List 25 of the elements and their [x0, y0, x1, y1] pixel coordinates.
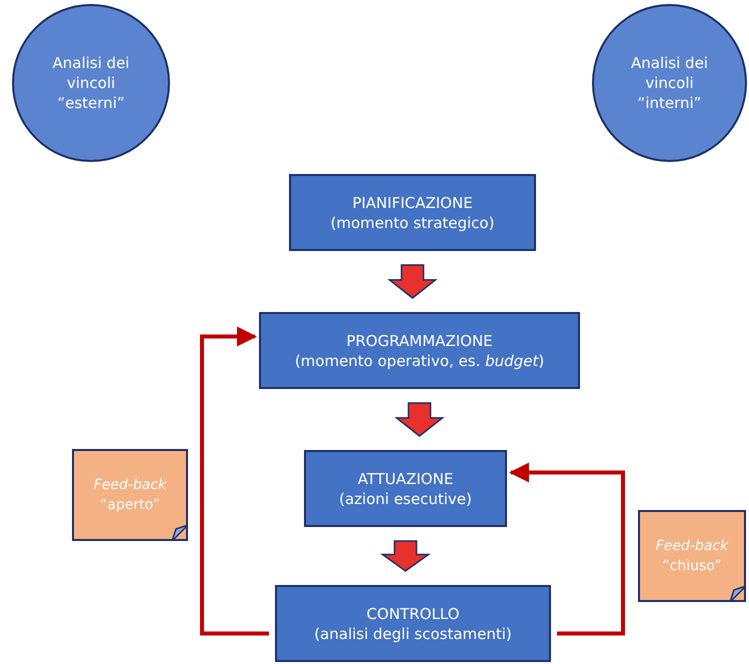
- node-title: PIANIFICAZIONE: [352, 192, 473, 212]
- block-arrow: [394, 402, 445, 437]
- process-box: [275, 585, 551, 662]
- note-text: “aperto”: [100, 496, 160, 515]
- node-title: PROGRAMMAZIONE: [346, 330, 493, 350]
- node-subtitle: (analisi degli scostamenti): [314, 624, 512, 644]
- node-title: ATTUAZIONE: [358, 468, 454, 488]
- node-subtitle: (momento operativo, es. budget): [294, 350, 544, 370]
- node-title: Analisi dei vincoli “esterni”: [52, 53, 130, 113]
- note-card: [72, 449, 188, 541]
- note-text: “chiuso”: [662, 557, 722, 576]
- note-text: Feed-back: [94, 476, 166, 495]
- node-title: CONTROLLO: [366, 604, 460, 624]
- block-arrow: [387, 264, 438, 299]
- node-subtitle: (momento strategico): [330, 212, 494, 232]
- feedback-arrow: [200, 326, 269, 636]
- block-arrow: [380, 540, 431, 572]
- process-box: [289, 174, 536, 251]
- process-box: [304, 450, 507, 527]
- node-title: Analisi dei vincoli “interni”: [630, 53, 709, 113]
- note-card: [638, 510, 746, 602]
- note-text: Feed-back: [656, 537, 728, 556]
- feedback-arrow: [509, 462, 625, 636]
- node-subtitle: (azioni esecutive): [339, 488, 472, 508]
- process-box: [259, 312, 580, 389]
